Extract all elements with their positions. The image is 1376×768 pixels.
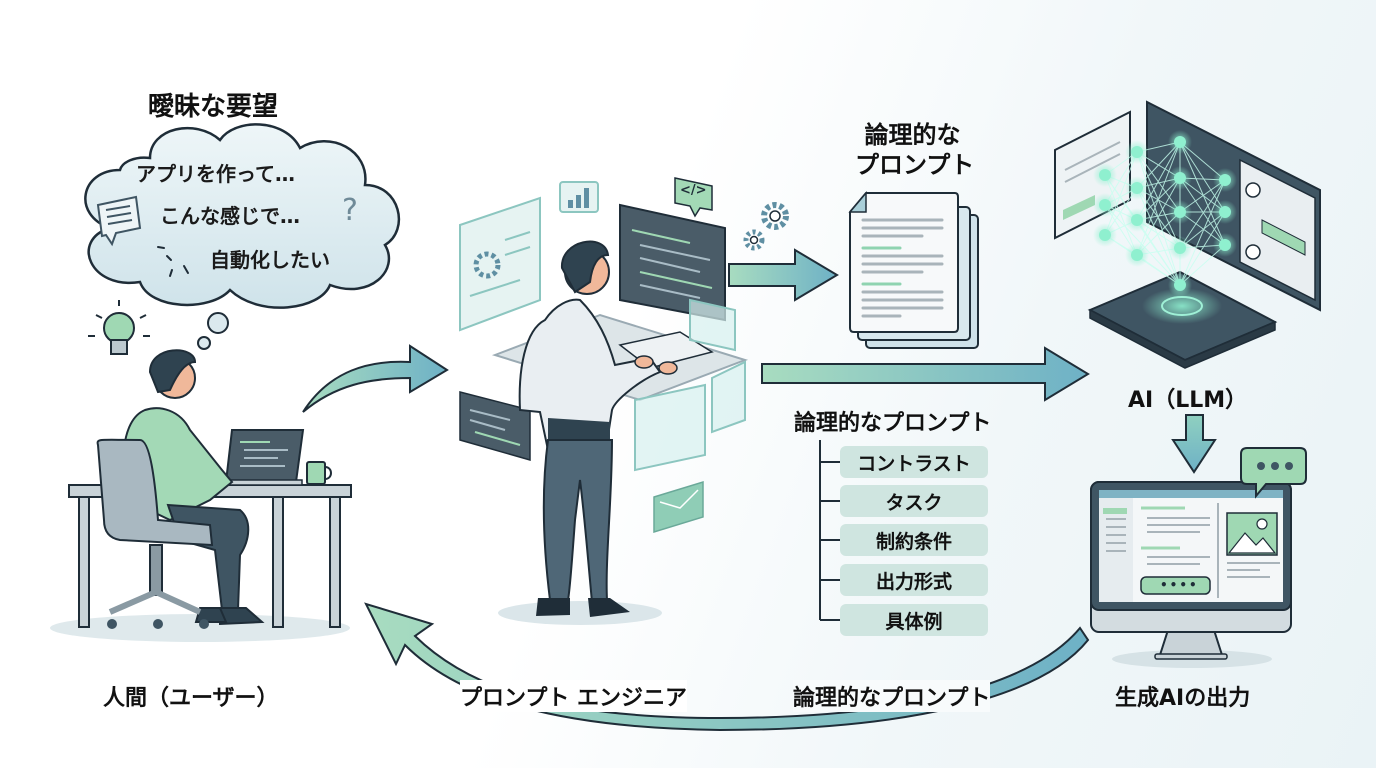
nn-node [1174,242,1186,254]
document-label-line-2: プロンプト [855,151,975,179]
bubble-line-2: こんな感じで… [160,204,300,228]
logical-prompt-bottom-label: 論理的なプロンプト [793,680,991,712]
nn-node [1174,172,1186,184]
question-mark-icon: ? [342,193,358,228]
bubble-line-3: 自動化したい [210,248,330,272]
document-label: 論理的な プロンプト [855,120,975,180]
nn-node [1219,239,1231,251]
nn-edge [1179,179,1226,286]
nn-edge [1136,151,1181,286]
code-tag-icon: </> [680,183,707,198]
prompt-structure-heading: 論理的なプロンプト [794,411,992,436]
nn-edge [1136,219,1181,286]
genai-output-label: 生成AIの出力 [1115,686,1251,711]
nn-node [1219,206,1231,218]
nn-edge [1179,179,1226,249]
nn-edge [1136,141,1181,221]
human-illustration [50,300,352,642]
arrow-engineer-to-document [728,248,839,302]
nn-node [1219,174,1231,186]
nn-node [1131,214,1143,226]
ai-llm-label: AI（LLM） [1128,388,1248,413]
document-label-line-1: 論理的な [864,121,961,149]
image-icon [1226,512,1278,556]
vague-request-title: 曖昧な要望 [148,92,279,122]
nn-edge [1104,174,1138,256]
nn-edge [1179,211,1226,286]
prompt-element-examples: 具体例 [840,604,988,636]
nn-edge [1136,177,1181,256]
nn-edge [1136,187,1181,286]
arrow-human-to-engineer [302,344,449,413]
nn-node [1174,279,1186,291]
prompt-structure-tree-lines [819,440,840,621]
prompt-element-constraints: 制約条件 [840,524,988,556]
memo-icon [96,195,142,247]
nn-node [1099,199,1111,211]
nn-node [1099,229,1111,241]
nn-edge [1104,151,1138,236]
arrow-ai-to-output [1171,414,1217,474]
ai-llm-illustration [1054,100,1321,369]
nn-edge [1136,141,1181,256]
chat-bubble-icon [1240,447,1307,499]
nn-node [1131,182,1143,194]
nn-edge [1179,141,1226,246]
gears-icon [743,202,789,251]
arrow-to-ai [761,346,1090,402]
nn-node [1174,136,1186,148]
nn-node [1131,146,1143,158]
prompt-element-context: コントラスト [840,446,988,478]
prompt-element-task: タスク [840,485,988,517]
thought-cloud [84,123,401,350]
settings-panel [459,196,541,332]
bubble-line-1: アプリを作って… [136,162,295,186]
prompt-element-output-format: 出力形式 [840,564,988,596]
code-bubble-icon [674,177,713,218]
nn-node [1174,206,1186,218]
human-label: 人間（ユーザー） [103,686,279,711]
engineer-illustration [459,177,749,625]
prompt-document-icon [848,190,979,349]
chart-icon [559,181,599,213]
nn-edge [1179,141,1226,213]
nn-node [1099,169,1111,181]
nn-node [1131,249,1143,261]
lightbulb-icon [88,300,150,355]
spark-lines-icon [157,246,189,277]
mail-icon [653,480,704,534]
output-monitor-illustration [1090,447,1307,668]
prompt-engineer-label: プロンプト エンジニア [460,680,687,712]
output-button-dots: •••• [1160,578,1199,592]
